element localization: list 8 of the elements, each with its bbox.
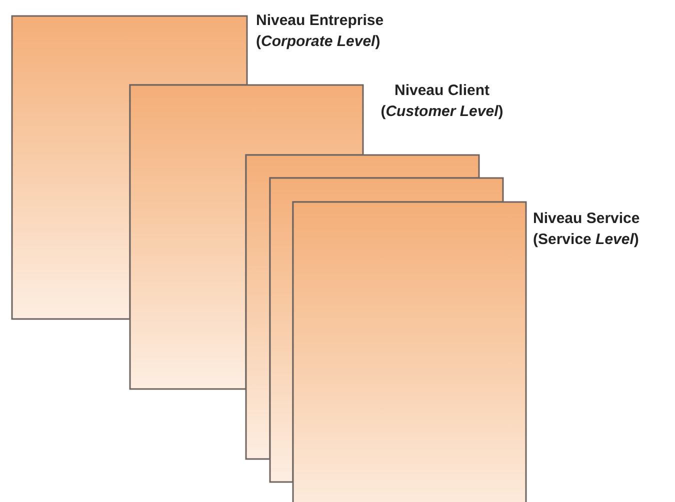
level-box — [11, 15, 248, 320]
level-label: Niveau Entreprise (Corporate Level) — [256, 11, 385, 52]
level-box — [129, 84, 364, 390]
level-label: Niveau Client (Customer Level) — [380, 81, 504, 122]
level-box — [292, 201, 527, 502]
level-label: Niveau Service (Service Level) — [533, 209, 641, 250]
level-box — [269, 177, 504, 483]
level-box — [245, 154, 480, 460]
